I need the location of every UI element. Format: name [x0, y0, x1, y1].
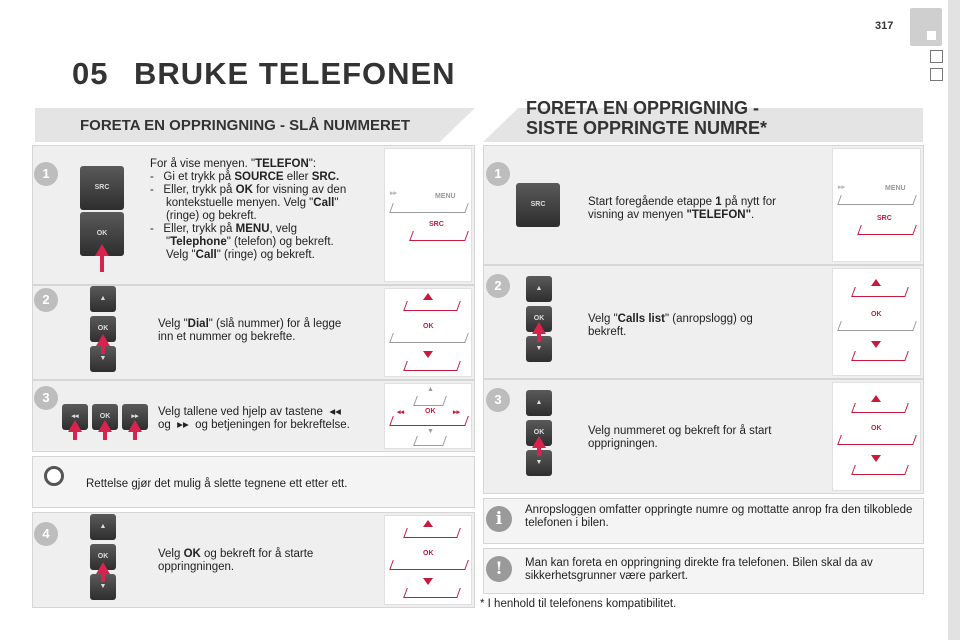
text-line: inn et nummer og bekrefte.	[158, 331, 296, 343]
text-line: - Eller, trykk på OK for visning av den	[150, 184, 347, 196]
footnote: * I henhold til telefonens kompatibilite…	[480, 598, 677, 610]
left-step-1-text: For å vise menyen. "TELEFON":- Gi et try…	[150, 158, 380, 262]
rewind-button[interactable]: ◂◂	[62, 404, 88, 430]
chapter-number: 05	[72, 56, 109, 91]
right-step-2-screen: OK	[832, 268, 921, 376]
left-section-header: FORETA EN OPPRINGNING - SLÅ NUMMERET	[35, 108, 475, 142]
right-section-title: FORETA EN OPPRIGNING - SISTE OPPRINGTE N…	[526, 98, 768, 138]
chapter-tab	[910, 8, 942, 46]
step-badge: 3	[486, 388, 510, 412]
nav-box-icon	[930, 50, 943, 63]
text-line: visning av menyen "TELEFON".	[588, 209, 755, 221]
left-step-4-screen: OK	[384, 515, 472, 605]
text-line: Velg "Dial" (slå nummer) for å legge	[158, 318, 342, 330]
step-badge: 2	[486, 274, 510, 298]
step-badge: 1	[34, 162, 58, 186]
text-line: Velg nummeret og bekreft for å start	[588, 425, 772, 437]
up-button[interactable]: ▲	[90, 286, 116, 312]
left-section-title: FORETA EN OPPRINGNING - SLÅ NUMMERET	[80, 117, 410, 134]
step-badge: 3	[34, 386, 58, 410]
left-step-3-text: Velg tallene ved hjelp av tastene ◂◂og ▸…	[158, 406, 383, 432]
right-step-1-screen: ▸▸ MENU SRC	[832, 148, 921, 262]
src-button[interactable]: SRC	[80, 166, 124, 210]
info-icon: i	[486, 506, 512, 532]
text-line: oppringningen.	[158, 561, 235, 573]
screen-forward-icon: ▸▸	[390, 190, 398, 197]
screen-forward-icon: ▸▸	[838, 184, 846, 191]
text-line: Velg "Calls list" (anropslogg) og	[588, 313, 753, 325]
step-badge: 4	[34, 522, 58, 546]
text-line: - Gi et trykk på SOURCE eller SRC.	[150, 171, 340, 183]
step-badge: 1	[486, 162, 510, 186]
text-line: Velg "Call" (ringe) og bekreft.	[150, 249, 315, 261]
src-button[interactable]: SRC	[516, 183, 560, 227]
left-step-1-screen: MENU ▸▸ SRC	[384, 148, 472, 282]
text-line: "Telephone" (telefon) og bekreft.	[150, 236, 334, 248]
press-arrow-icon	[128, 420, 142, 440]
press-arrow-icon	[96, 334, 110, 354]
text-line: Velg tallene ved hjelp av tastene ◂◂	[158, 406, 341, 418]
text-line: For å vise menyen. "TELEFON":	[150, 158, 317, 170]
text-line: kontekstuelle menyen. Velg "Call"	[150, 197, 339, 209]
tip-panel	[32, 456, 475, 508]
info-text: Anropsloggen omfatter oppringte numre og…	[525, 504, 913, 529]
right-step-3-screen: OK	[832, 382, 921, 491]
chapter-title: BRUKE TELEFONEN	[134, 56, 456, 91]
up-button[interactable]: ▲	[526, 390, 552, 416]
text-line: Velg OK og bekreft for å starte	[158, 548, 314, 560]
warning-panel	[483, 548, 924, 594]
press-arrow-icon	[96, 562, 110, 582]
warning-text: Man kan foreta en oppringning direkte fr…	[525, 557, 873, 582]
left-step-3-screen: ▲ ◂◂ OK ▸▸ ▼	[384, 383, 472, 449]
side-strip	[948, 0, 960, 640]
press-arrow-icon	[98, 420, 112, 440]
up-button[interactable]: ▲	[526, 276, 552, 302]
up-button[interactable]: ▲	[90, 514, 116, 540]
left-step-2-screen: OK	[384, 288, 472, 377]
warning-icon: !	[486, 556, 512, 582]
text-line: (ringe) og bekreft.	[150, 210, 257, 222]
text-line: og ▸▸ og betjeningen for bekreftelse.	[158, 419, 350, 431]
info-panel	[483, 498, 924, 544]
right-section-header	[483, 108, 923, 142]
sun-icon	[44, 466, 64, 486]
text-line: Start foregående etappe 1 på nytt for	[588, 196, 776, 208]
text-line: opprigningen.	[588, 438, 658, 450]
tip-text: Rettelse gjør det mulig å slette tegnene…	[86, 478, 348, 490]
step-badge: 2	[34, 288, 58, 312]
press-arrow-icon	[532, 436, 546, 456]
press-arrow-icon	[532, 322, 546, 342]
text-line: - Eller, trykk på MENU, velg	[150, 223, 298, 235]
nav-box-icon	[930, 68, 943, 81]
press-arrow-icon	[95, 244, 109, 272]
press-arrow-icon	[68, 420, 82, 440]
text-line: bekreft.	[588, 326, 627, 338]
page-number: 317	[875, 20, 894, 32]
